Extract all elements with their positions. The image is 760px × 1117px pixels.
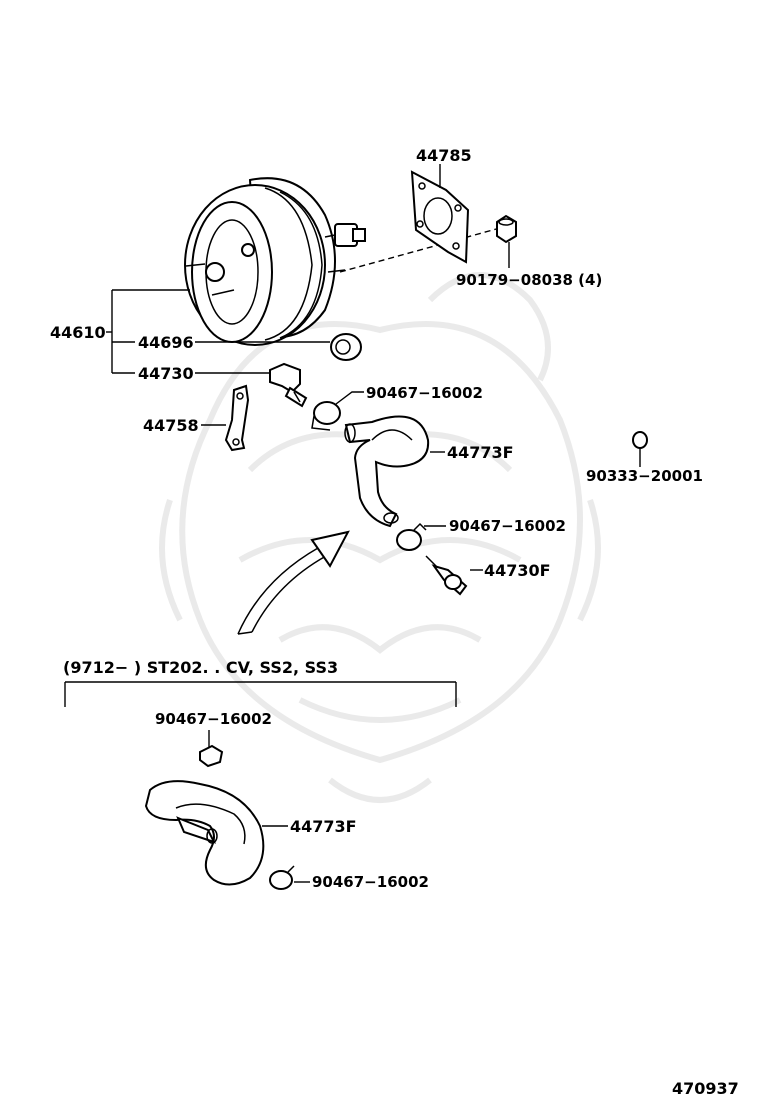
clamp-90467-c <box>199 744 224 768</box>
label-44696: 44696 <box>138 333 194 352</box>
label-44785: 44785 <box>416 146 472 165</box>
label-44773F-a: 44773F <box>447 443 514 462</box>
label-90333-20001: 90333−20001 <box>586 467 703 485</box>
watermark-emblem <box>159 272 601 803</box>
label-44610: 44610 <box>50 323 106 342</box>
label-90467-16002-d: 90467−16002 <box>312 873 429 891</box>
diagram-number: 470937 <box>672 1079 739 1098</box>
brake-booster <box>184 177 366 346</box>
label-90179-08038: 90179−08038 (4) <box>456 271 602 289</box>
gasket-44785 <box>410 170 470 264</box>
label-44758: 44758 <box>143 416 199 435</box>
label-90467-16002-a: 90467−16002 <box>366 384 483 402</box>
check-valve-44730 <box>269 362 308 408</box>
grommet-44696 <box>330 333 362 361</box>
nut-90179 <box>496 214 517 244</box>
label-90467-16002-c: 90467−16002 <box>155 710 272 728</box>
label-44730F: 44730F <box>484 561 551 580</box>
clamp-90467-d <box>269 865 295 890</box>
clamp-90467-a <box>311 401 341 431</box>
direction-arrow <box>237 530 350 635</box>
variant-label: (9712− ) ST202. . CV, SS2, SS3 <box>63 658 338 677</box>
vacuum-hose-44773F-variant <box>144 780 265 886</box>
assembly-bracket-44610 <box>106 289 190 374</box>
bracket-44758 <box>224 384 250 452</box>
label-44730: 44730 <box>138 364 194 383</box>
label-44773F-b: 44773F <box>290 817 357 836</box>
check-valve-44730F <box>425 555 468 596</box>
variant-bracket <box>64 681 457 707</box>
grommet-90333 <box>632 431 648 449</box>
label-90467-16002-b: 90467−16002 <box>449 517 566 535</box>
clamp-90467-b <box>396 522 427 551</box>
vacuum-hose-44773F <box>344 415 430 528</box>
